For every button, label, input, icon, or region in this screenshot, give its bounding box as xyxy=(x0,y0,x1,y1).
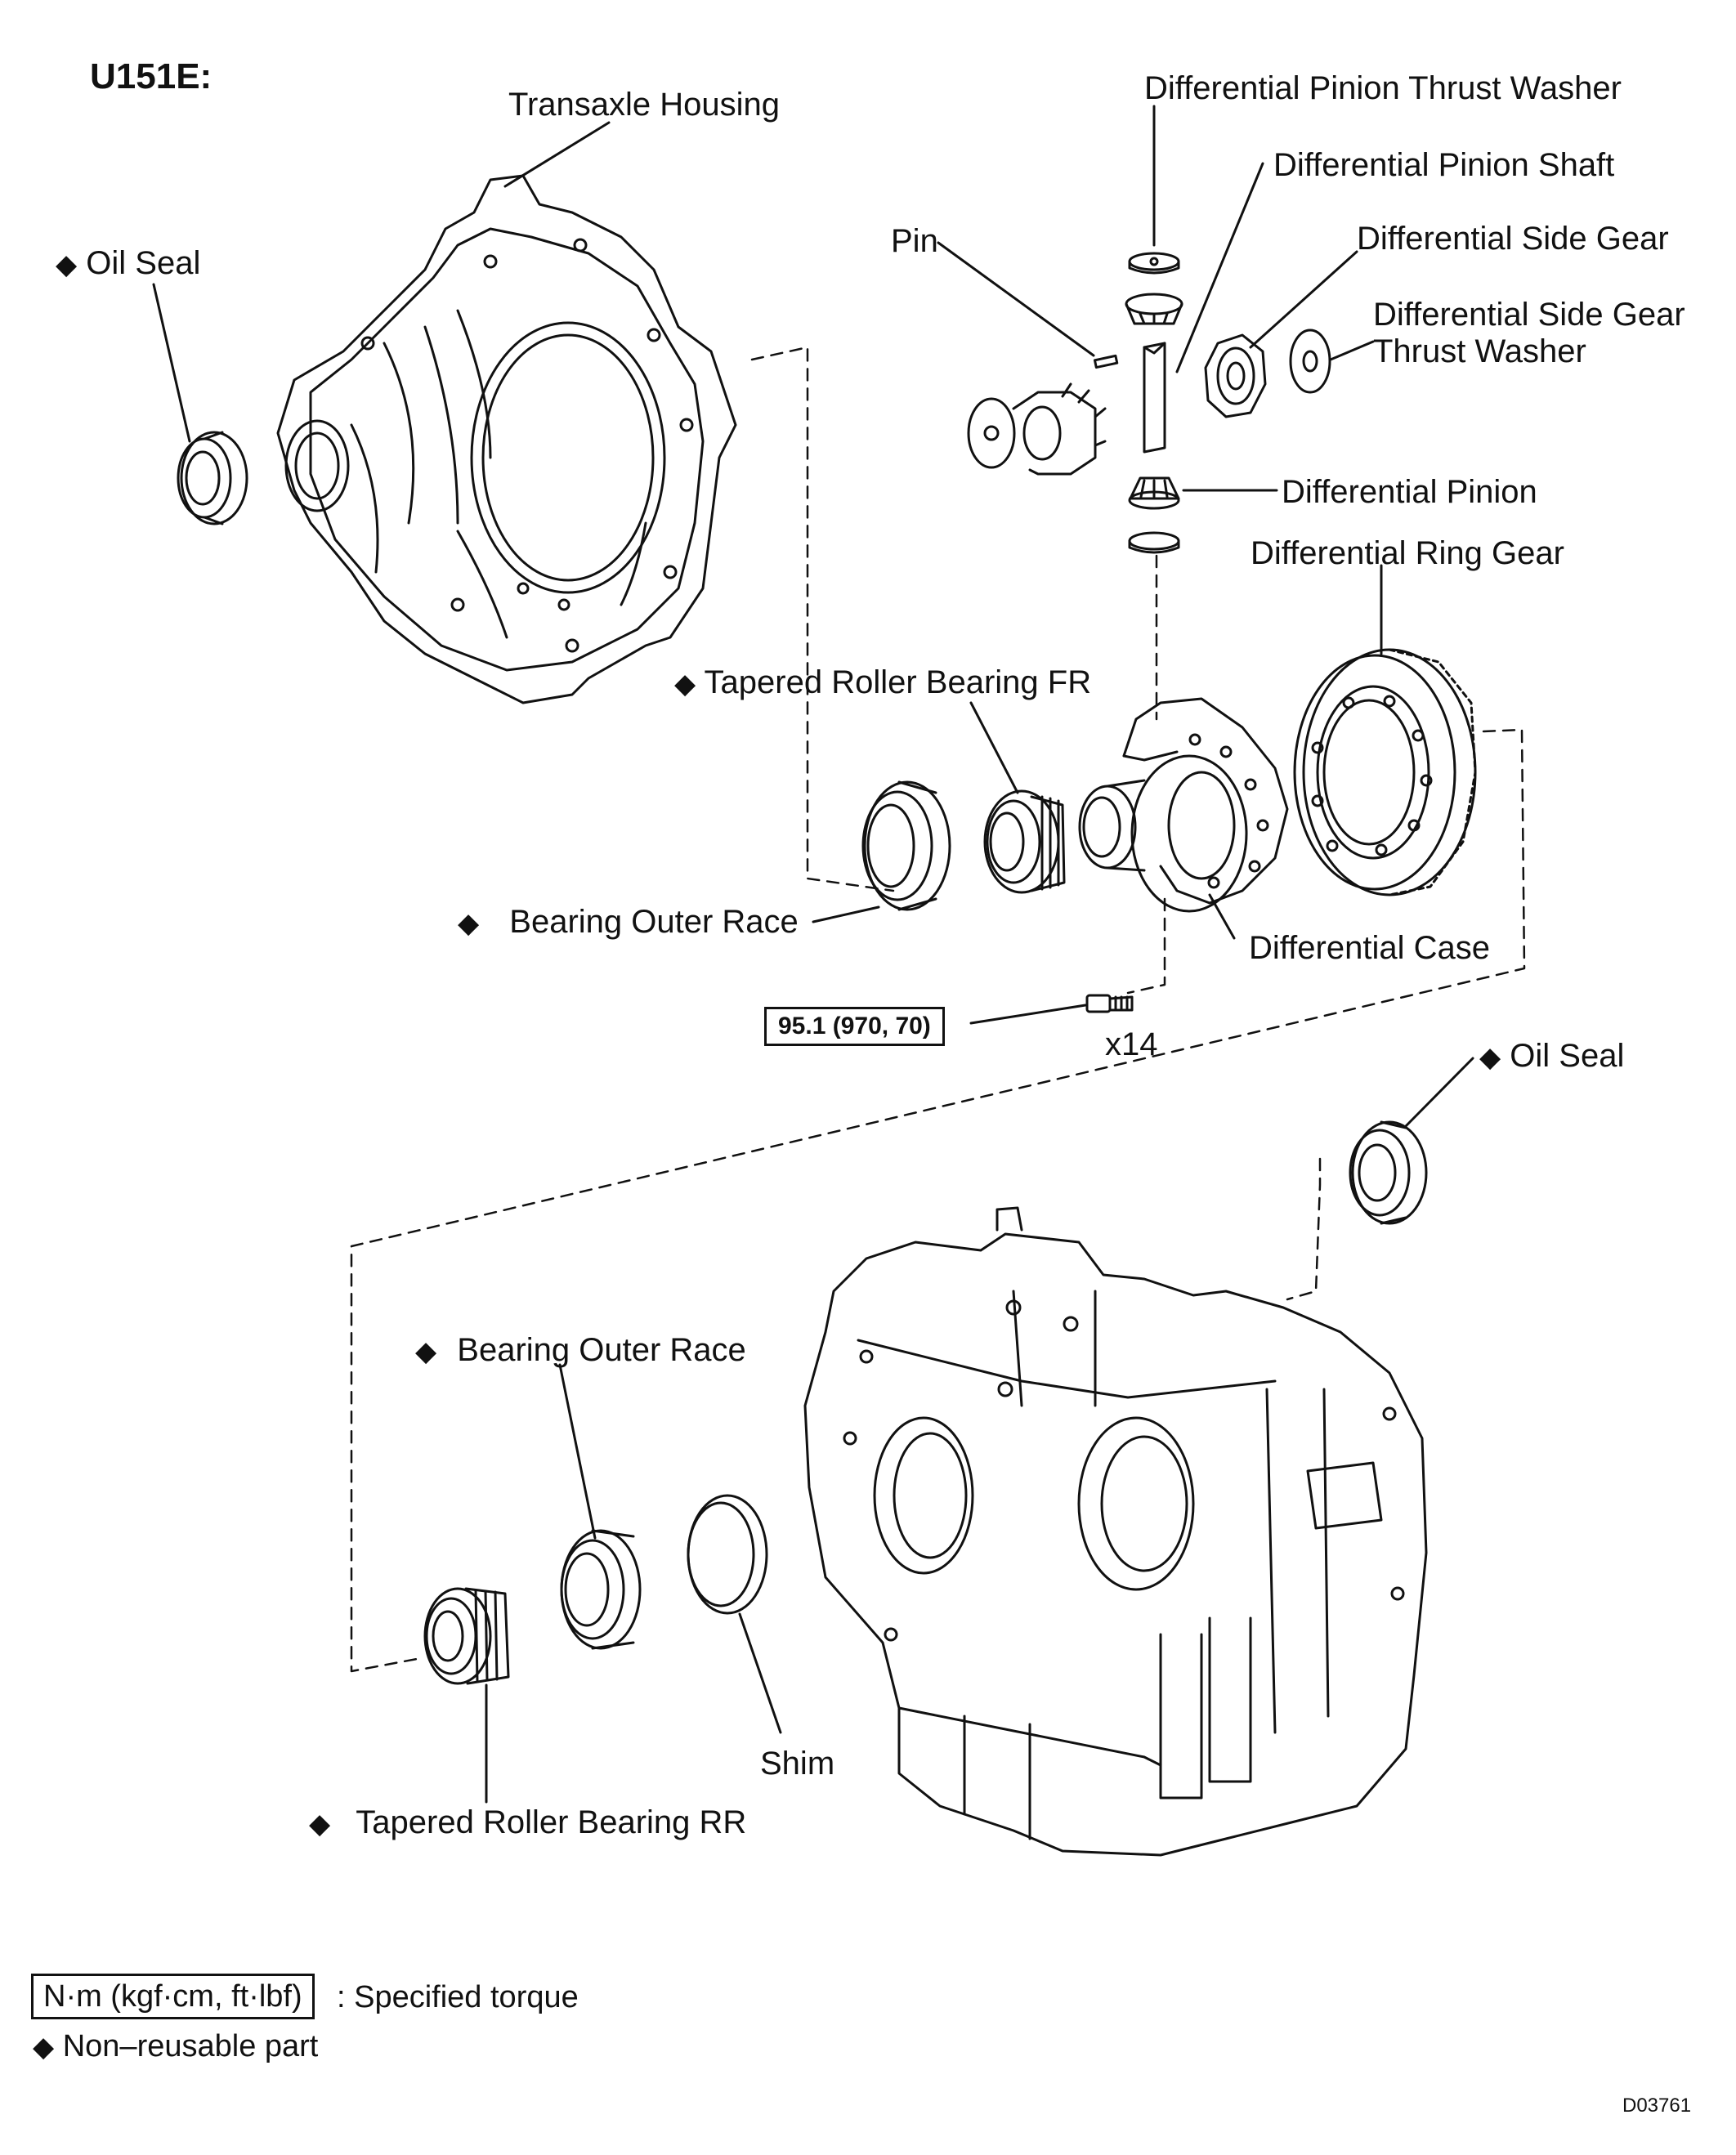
pinion-shaft-drawing xyxy=(1143,342,1166,454)
pin-drawing xyxy=(1093,354,1119,369)
label-oil-seal-right: ◆ Oil Seal xyxy=(1479,1039,1624,1072)
label-differential-case: Differential Case xyxy=(1249,930,1490,966)
page-title: U151E: xyxy=(90,56,213,96)
non-reusable-mark: ◆ xyxy=(415,1336,437,1367)
oil-seal-left-drawing xyxy=(177,431,248,525)
label-tapered-bearing-fr: ◆ Tapered Roller Bearing FR xyxy=(674,666,1091,699)
legend-torque-unit: N·m (kgf·cm, ft·lbf) xyxy=(31,1974,315,2019)
side-gear-left-drawing xyxy=(967,382,1107,476)
bearing-outer-race-lower-drawing xyxy=(560,1529,642,1650)
label-text: Tapered Roller Bearing RR xyxy=(356,1804,747,1840)
label-bolt-count: x14 xyxy=(1105,1026,1158,1062)
label-shim: Shim xyxy=(760,1746,835,1782)
label-text: Oil Seal xyxy=(86,245,201,281)
legend-non-reusable: ◆ Non–reusable part xyxy=(33,2031,318,2062)
non-reusable-mark: ◆ xyxy=(56,249,78,280)
oil-seal-right-drawing xyxy=(1349,1120,1428,1225)
non-reusable-mark: ◆ xyxy=(1479,1042,1501,1073)
side-gear-right-drawing xyxy=(1204,329,1331,418)
label-side-gear-thrust-washer-2: Thrust Washer xyxy=(1373,333,1586,369)
label-pinion-shaft: Differential Pinion Shaft xyxy=(1273,147,1615,183)
transaxle-housing-drawing xyxy=(276,174,737,704)
non-reusable-mark: ◆ xyxy=(309,1809,331,1840)
ring-gear-drawing xyxy=(1293,648,1477,896)
label-side-gear: Differential Side Gear xyxy=(1357,221,1669,257)
pinion-thrust-washer-drawing xyxy=(1128,252,1180,275)
label-pin: Pin xyxy=(891,223,938,259)
torque-spec-box: 95.1 (970, 70) xyxy=(764,1007,945,1046)
pinion-thrust-washer-bottom-drawing xyxy=(1128,531,1180,554)
label-transaxle-housing: Transaxle Housing xyxy=(508,87,781,123)
label-differential-pinion: Differential Pinion xyxy=(1282,474,1537,510)
non-reusable-mark: ◆ xyxy=(674,668,696,700)
label-bearing-outer-race-upper: ◆ Bearing Outer Race xyxy=(458,905,799,938)
label-side-gear-thrust-washer-1: Differential Side Gear xyxy=(1373,297,1685,333)
label-bearing-outer-race-lower: ◆ Bearing Outer Race xyxy=(415,1334,746,1366)
non-reusable-mark: ◆ xyxy=(458,908,480,939)
differential-case-drawing xyxy=(1078,697,1289,913)
tapered-bearing-rr-drawing xyxy=(423,1587,510,1685)
transmission-case-drawing xyxy=(803,1206,1428,1857)
label-tapered-bearing-rr: ◆ Tapered Roller Bearing RR xyxy=(309,1806,746,1839)
legend-non-reusable-text: Non–reusable part xyxy=(62,2029,319,2063)
figure-code: D03761 xyxy=(1622,2095,1692,2117)
label-ring-gear: Differential Ring Gear xyxy=(1251,535,1564,571)
shim-drawing xyxy=(687,1494,768,1615)
label-text: Bearing Outer Race xyxy=(457,1332,746,1368)
bearing-outer-race-upper-drawing xyxy=(861,780,951,911)
label-text: Tapered Roller Bearing FR xyxy=(704,664,1092,700)
label-text: Bearing Outer Race xyxy=(509,904,799,940)
legend-torque-desc: : Specified torque xyxy=(337,1980,579,2014)
label-text: Oil Seal xyxy=(1510,1038,1625,1074)
pinion-bottom-drawing xyxy=(1128,476,1180,510)
tapered-bearing-fr-drawing xyxy=(983,789,1066,894)
non-reusable-mark: ◆ xyxy=(33,2032,55,2063)
label-oil-seal-left: ◆ Oil Seal xyxy=(56,247,200,279)
bolt-drawing xyxy=(1085,994,1134,1013)
pinion-top-drawing xyxy=(1125,293,1183,325)
label-pinion-thrust-washer: Differential Pinion Thrust Washer xyxy=(1144,70,1622,106)
